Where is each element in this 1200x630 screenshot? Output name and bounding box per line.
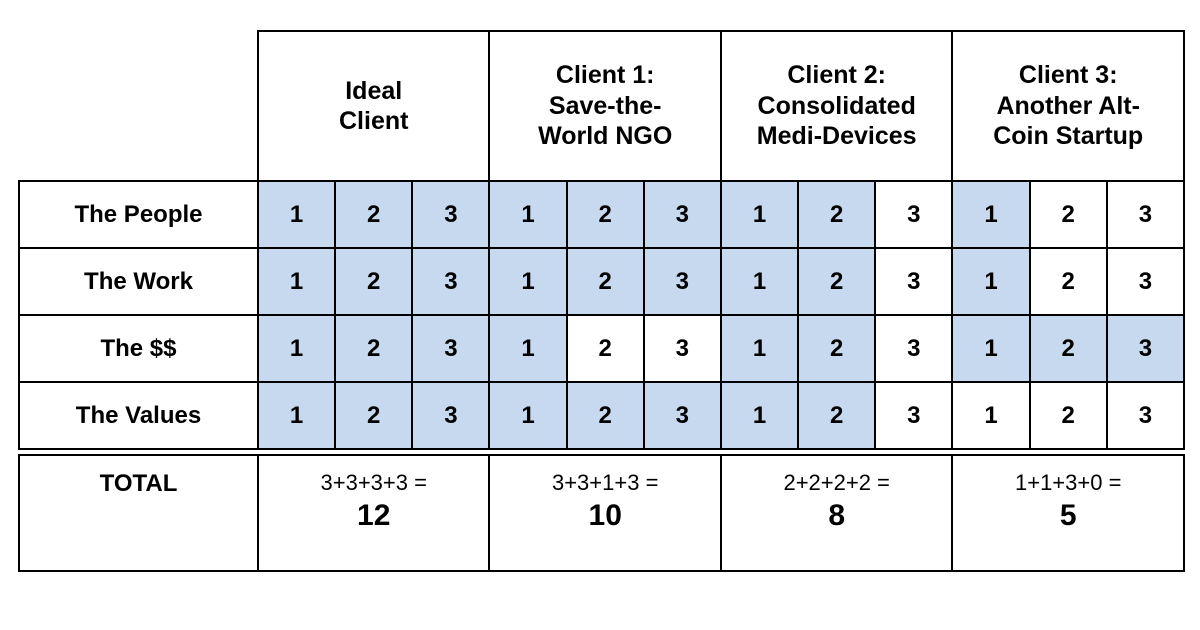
score-cell[interactable]: 2: [565, 314, 645, 383]
score-cell[interactable]: 1: [488, 180, 568, 249]
score-cell[interactable]: 2: [334, 180, 414, 249]
score-cell[interactable]: 1: [951, 314, 1031, 383]
score-cell[interactable]: 1: [256, 247, 337, 316]
row-label-the-values: The Values: [18, 381, 259, 450]
score-cell[interactable]: 1: [719, 314, 800, 383]
score-cell[interactable]: 3: [642, 314, 722, 383]
score-cell[interactable]: 1: [719, 381, 800, 450]
score-cell[interactable]: 2: [1028, 247, 1108, 316]
score-cell[interactable]: 3: [1105, 180, 1186, 249]
table-row: The Work 1 2 3 1 2 3 1 2 3 1 2 3: [18, 247, 1186, 316]
total-cell-client1: 3+3+1+3 = 10: [488, 454, 722, 572]
total-row-label: TOTAL: [18, 454, 259, 572]
score-cell[interactable]: 2: [1028, 180, 1108, 249]
score-cell[interactable]: 3: [411, 180, 491, 249]
total-separator: [19, 448, 1184, 456]
total-value: 5: [1059, 499, 1077, 533]
score-cell[interactable]: 3: [874, 314, 954, 383]
score-cell[interactable]: 1: [719, 180, 800, 249]
score-cell[interactable]: 2: [797, 180, 877, 249]
score-cell[interactable]: 3: [411, 381, 491, 450]
row-label-the-people: The People: [18, 180, 259, 249]
score-cell[interactable]: 3: [642, 180, 722, 249]
score-cell[interactable]: 1: [256, 314, 337, 383]
score-cell[interactable]: 3: [642, 381, 722, 450]
table-row: The Values 1 2 3 1 2 3 1 2 3 1 2 3: [18, 381, 1186, 450]
score-cell[interactable]: 1: [951, 247, 1031, 316]
total-value: 12: [357, 499, 391, 533]
table-row: The $$ 1 2 3 1 2 3 1 2 3 1 2 3: [18, 314, 1186, 383]
score-cell[interactable]: 1: [951, 381, 1031, 450]
row-label-the-work: The Work: [18, 247, 259, 316]
total-expression: 3+3+1+3 =: [551, 470, 659, 495]
total-row: TOTAL 3+3+3+3 = 12 3+3+1+3 = 10 2+2+2+2 …: [18, 454, 1185, 572]
corner-blank-cell: [19, 31, 258, 181]
total-cell-client3: 1+1+3+0 = 5: [951, 454, 1185, 572]
score-cell[interactable]: 3: [642, 247, 722, 316]
score-cell[interactable]: 2: [565, 381, 645, 450]
score-cell[interactable]: 1: [488, 314, 568, 383]
score-cell[interactable]: 2: [797, 381, 877, 450]
score-cell[interactable]: 2: [797, 247, 877, 316]
score-cell[interactable]: 3: [411, 247, 491, 316]
total-expression: 3+3+3+3 =: [320, 470, 427, 495]
score-cell[interactable]: 2: [565, 180, 645, 249]
score-cell[interactable]: 1: [488, 381, 568, 450]
score-cell[interactable]: 2: [334, 381, 414, 450]
total-value: 10: [588, 499, 622, 533]
score-cell[interactable]: 1: [256, 381, 337, 450]
score-cell[interactable]: 3: [874, 180, 954, 249]
column-group-client3: Client 3:Another Alt-Coin Startup: [951, 30, 1185, 182]
total-expression: 2+2+2+2 =: [783, 470, 890, 495]
total-expression: 1+1+3+0 =: [1014, 470, 1122, 495]
score-cell[interactable]: 2: [334, 247, 414, 316]
score-cell[interactable]: 2: [797, 314, 877, 383]
score-cell[interactable]: 3: [1105, 247, 1186, 316]
total-value: 8: [828, 499, 846, 533]
total-cell-client2: 2+2+2+2 = 8: [719, 454, 954, 572]
score-cell[interactable]: 3: [874, 247, 954, 316]
total-separator-line: [19, 448, 1184, 456]
score-cell[interactable]: 2: [565, 247, 645, 316]
score-cell[interactable]: 3: [1105, 381, 1186, 450]
score-cell[interactable]: 1: [256, 180, 337, 249]
score-cell[interactable]: 2: [1028, 381, 1108, 450]
row-label-the-money: The $$: [18, 314, 259, 383]
score-cell[interactable]: 3: [1105, 314, 1186, 383]
column-group-client1: Client 1:Save-the-World NGO: [488, 30, 722, 182]
score-cell[interactable]: 1: [488, 247, 568, 316]
score-cell[interactable]: 1: [951, 180, 1031, 249]
score-cell[interactable]: 2: [334, 314, 414, 383]
score-cell[interactable]: 2: [1028, 314, 1108, 383]
score-cell[interactable]: 1: [719, 247, 800, 316]
score-cell[interactable]: 3: [411, 314, 491, 383]
total-cell-ideal: 3+3+3+3 = 12: [256, 454, 491, 572]
score-cell[interactable]: 3: [874, 381, 954, 450]
table-row: The People 1 2 3 1 2 3 1 2 3 1 2 3: [18, 180, 1186, 249]
